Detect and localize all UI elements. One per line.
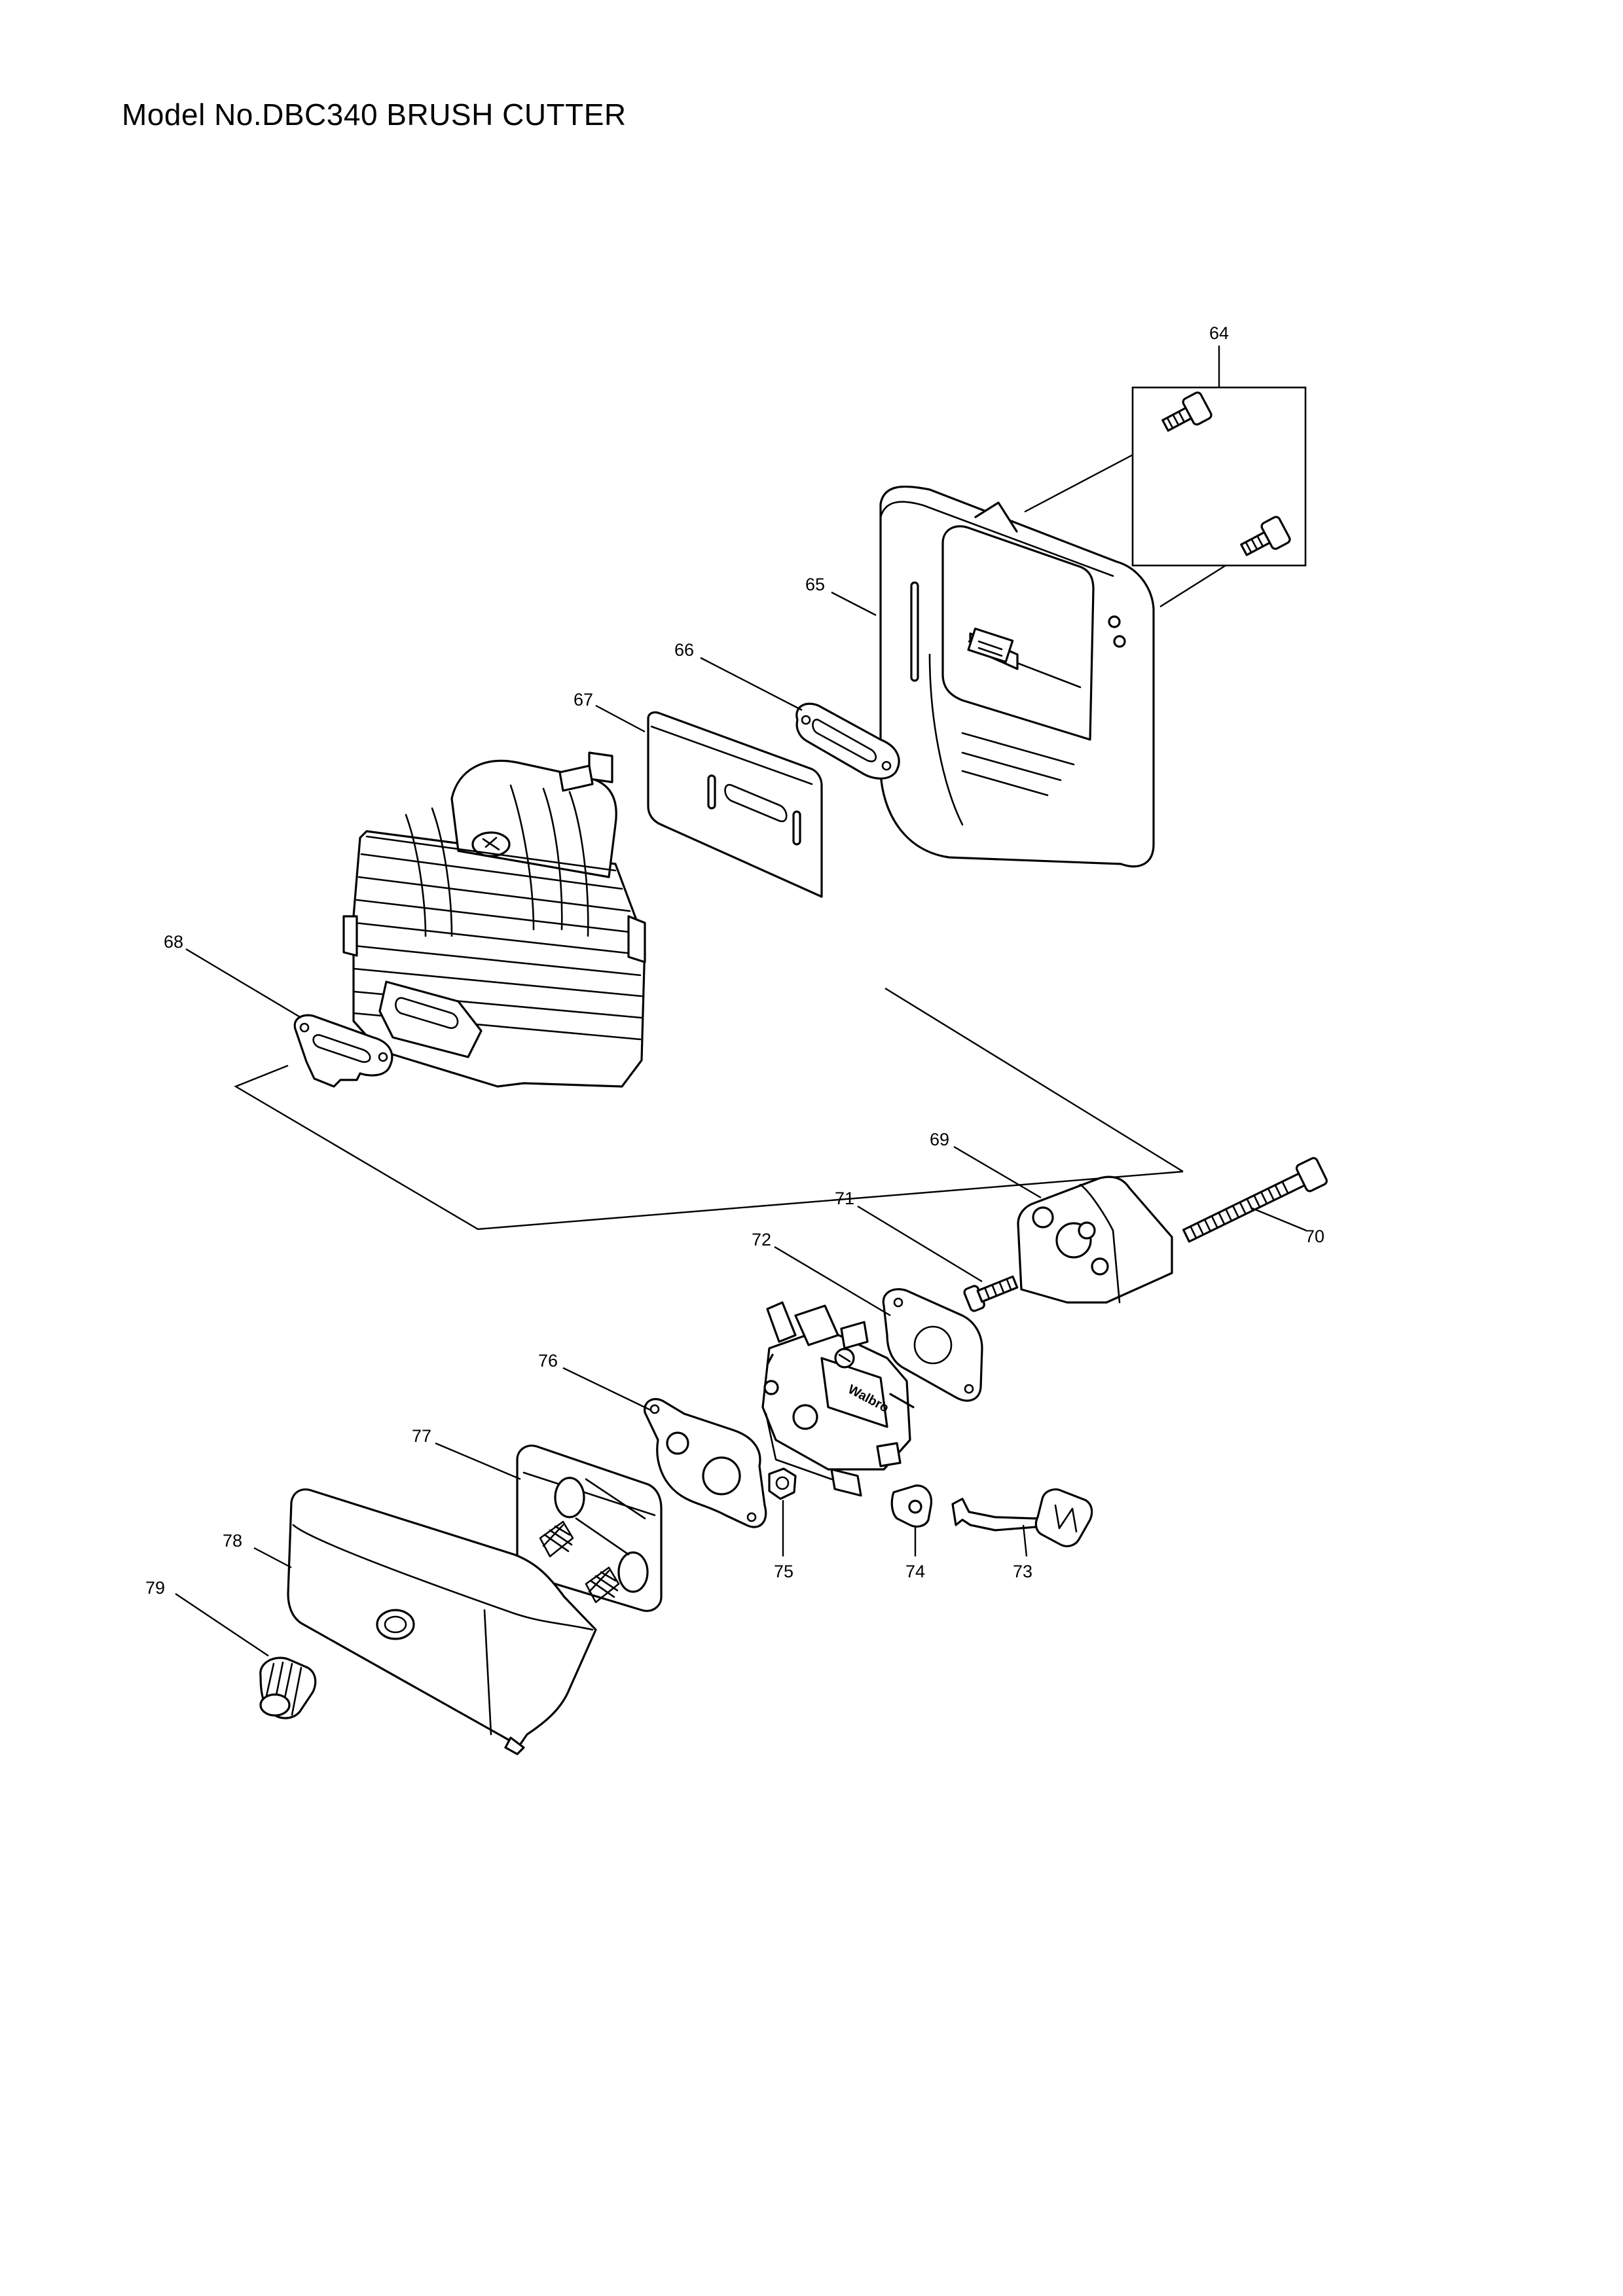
part-78-air-cleaner-cover[interactable]: 78: [223, 1488, 597, 1755]
callout-73: 73: [1013, 1562, 1032, 1581]
page-title: Model No.DBC340 BRUSH CUTTER: [122, 98, 627, 132]
callout-79: 79: [145, 1578, 165, 1598]
part-74-clip[interactable]: 74: [890, 1484, 933, 1581]
part-70-long-bolt[interactable]: 70: [1180, 1157, 1328, 1248]
part-67-heat-shield[interactable]: 67: [574, 690, 823, 898]
callout-72: 72: [752, 1230, 771, 1249]
assembly-line-upper: [884, 987, 1184, 1173]
part-72-gasket[interactable]: 72: [752, 1230, 983, 1402]
callout-75: 75: [774, 1562, 793, 1581]
part-69-insulator[interactable]: 69: [930, 1130, 1173, 1304]
part-66-muffler-gasket[interactable]: 66: [674, 640, 900, 780]
part-76-gasket[interactable]: 76: [538, 1351, 767, 1528]
callout-76: 76: [538, 1351, 558, 1371]
callout-70: 70: [1305, 1227, 1324, 1246]
part-75-nut[interactable]: 75: [768, 1467, 797, 1581]
part-71-bolt[interactable]: 71: [835, 1189, 1019, 1312]
callout-69: 69: [930, 1130, 949, 1149]
part-73-choke-lever[interactable]: 73: [951, 1488, 1093, 1581]
callout-74: 74: [905, 1562, 925, 1581]
callout-71: 71: [835, 1189, 854, 1208]
callout-68: 68: [164, 932, 183, 952]
carburetor: Walbro: [761, 1301, 915, 1497]
part-77-air-filter[interactable]: 77: [412, 1426, 663, 1612]
assembly-line-lower: [234, 1064, 1184, 1230]
part-64-bolts[interactable]: [1024, 386, 1307, 608]
callout-65: 65: [805, 575, 825, 594]
callout-66: 66: [674, 640, 694, 660]
callout-78: 78: [223, 1531, 242, 1551]
part-65-muffler[interactable]: 65: [805, 485, 1155, 868]
callout-67: 67: [574, 690, 593, 709]
part-68-exhaust-gasket[interactable]: 68: [164, 932, 393, 1088]
part-79-knob[interactable]: 79: [145, 1578, 317, 1719]
callout-77: 77: [412, 1426, 431, 1446]
cylinder: [342, 751, 646, 1088]
callout-64: 64: [1209, 323, 1229, 343]
filter-mesh-icon: [539, 1520, 620, 1604]
